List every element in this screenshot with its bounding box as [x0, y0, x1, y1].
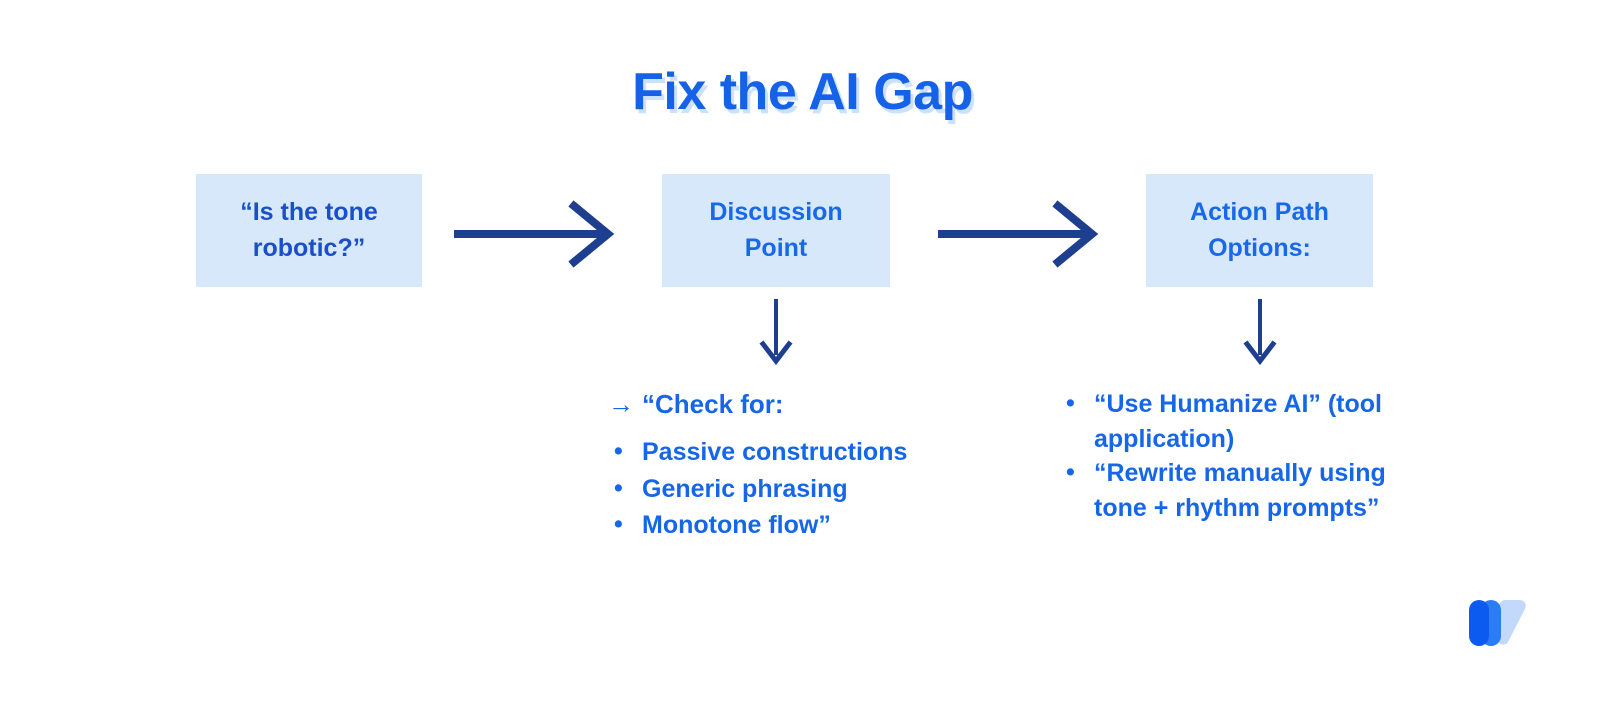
check-list-heading: → “Check for:: [608, 387, 958, 421]
list-item: “Rewrite manually using tone + rhythm pr…: [1060, 455, 1416, 525]
options-list: “Use Humanize AI” (tool application) “Re…: [1060, 386, 1416, 525]
options-list-column: “Use Humanize AI” (tool application) “Re…: [1060, 386, 1416, 525]
list-item: “Use Humanize AI” (tool application): [1060, 386, 1416, 456]
check-list-column: → “Check for: Passive constructions Gener…: [608, 387, 958, 545]
list-item: Generic phrasing: [608, 471, 958, 507]
arrow-down-icon-1: [756, 297, 796, 374]
check-list-heading-text: “Check for:: [642, 389, 784, 419]
arrow-right-icon-2: [936, 200, 1106, 273]
list-item: Monotone flow”: [608, 507, 958, 543]
check-list: Passive constructions Generic phrasing M…: [608, 434, 958, 543]
arrow-down-icon-2: [1240, 297, 1280, 374]
list-item: Passive constructions: [608, 434, 958, 470]
brand-logo-icon: [1468, 598, 1526, 650]
arrow-right-icon-1: [452, 200, 622, 273]
arrow-right-glyph-icon: →: [608, 389, 634, 419]
page-title: Fix the AI Gap: [632, 63, 973, 121]
